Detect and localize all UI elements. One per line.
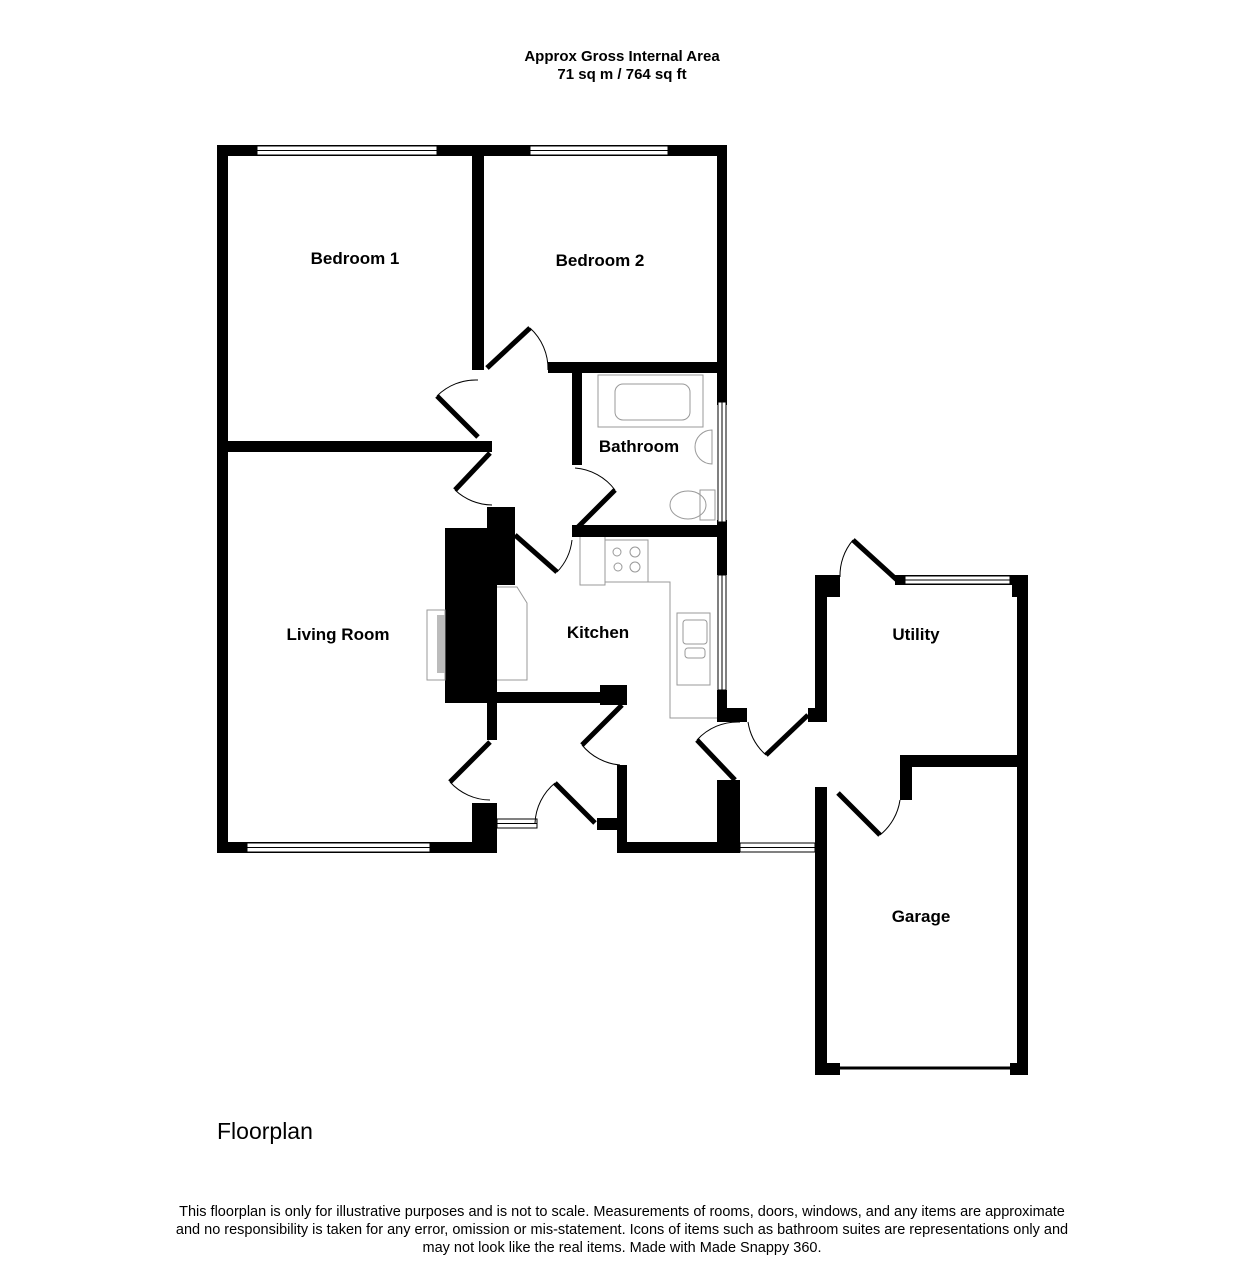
room-label-living-room: Living Room	[287, 625, 390, 644]
kitchen-worktop	[579, 537, 717, 719]
disclaimer: This floorplan is only for illustrative …	[0, 1203, 1244, 1257]
fixtures	[426, 374, 717, 719]
toilet-icon	[699, 489, 716, 521]
room-label-bathroom: Bathroom	[599, 437, 679, 456]
room-label-bedroom1: Bedroom 1	[311, 249, 400, 268]
sink-icon	[694, 429, 713, 465]
disclaimer-line: may not look like the real items. Made w…	[422, 1240, 822, 1256]
room-labels: Bedroom 1 Bedroom 2 Bathroom Living Room…	[287, 249, 951, 926]
doors	[435, 326, 901, 837]
floor-label: Floorplan	[217, 1118, 313, 1144]
walls	[217, 145, 1028, 1075]
hearth	[497, 586, 528, 681]
area-value: 71 sq m / 764 sq ft	[557, 66, 687, 83]
kitchen-sink-icon	[676, 612, 711, 686]
area-title: Approx Gross Internal Area	[524, 48, 720, 65]
room-label-utility: Utility	[892, 625, 940, 644]
room-label-garage: Garage	[892, 907, 951, 926]
bathtub-icon	[597, 374, 704, 428]
disclaimer-line: and no responsibility is taken for any e…	[175, 1222, 1069, 1238]
room-label-kitchen: Kitchen	[567, 623, 629, 642]
room-label-bedroom2: Bedroom 2	[556, 251, 645, 270]
disclaimer-line: This floorplan is only for illustrative …	[179, 1204, 1065, 1220]
windows	[246, 145, 1011, 1070]
